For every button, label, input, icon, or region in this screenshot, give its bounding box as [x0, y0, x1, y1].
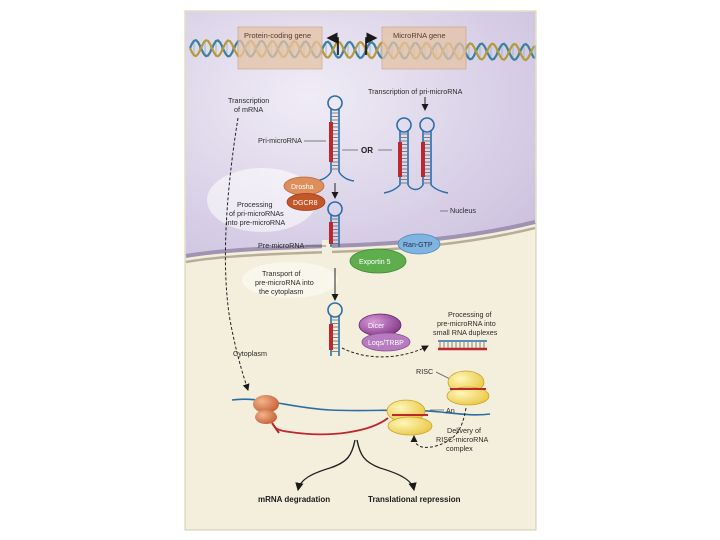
transcription-pri-label: Transcription of pri-microRNA: [368, 87, 463, 96]
processing-pre-label-1: Processing of: [448, 310, 492, 319]
small-rna-duplex: [438, 340, 487, 351]
nuclear-pore: [322, 240, 332, 258]
nucleus-label: Nucleus: [450, 206, 476, 215]
brace-right: [356, 439, 381, 469]
mrna-degradation-label: mRNA degradation: [258, 495, 330, 504]
ran-gtp-protein: [397, 233, 441, 255]
loqs-label: Loqs/TRBP: [368, 340, 404, 347]
drosha-label: Drosha: [291, 184, 314, 191]
brace-left: [329, 439, 356, 469]
exportin5-label: Exportin 5: [359, 259, 391, 266]
pri-microrna-hairpin: [315, 95, 355, 182]
ribosome-small: [255, 410, 277, 424]
ran-gtp-label: Ran-GTP: [403, 242, 433, 249]
cytoplasm-label: Cytoplasm: [233, 349, 267, 358]
transcription-mrna-label-1: Transcription: [228, 96, 269, 105]
processing-pri-label-2: of pri-microRNAs: [229, 209, 284, 218]
delivery-label-2: RISC-microRNA: [436, 435, 489, 444]
inhibition-bar: [271, 422, 280, 434]
repression-arrow: [379, 467, 417, 492]
microrna-gene-label: MicroRNA gene: [393, 31, 446, 40]
delivery-label-1: Delivery of: [447, 426, 481, 435]
transport-label-3: the cytoplasm: [259, 287, 303, 296]
dicing-arrow: [341, 345, 429, 358]
or-label: OR: [361, 146, 373, 155]
transport-label-2: pre-microRNA into: [255, 278, 314, 287]
processing-pre-label-2: pre-microRNA into: [437, 319, 496, 328]
pri-microrna-label: Pri-microRNA: [258, 136, 302, 145]
pre-microrna-nuclear: [327, 201, 343, 247]
promoter-arrow-left: [326, 32, 339, 55]
exportin5-protein: [349, 248, 407, 274]
transport-glow: [242, 262, 338, 298]
delivery-arrow: [410, 407, 467, 448]
dgcr8-protein: [286, 193, 326, 211]
risc-complex-lower: [446, 386, 490, 406]
dgcr8-label: DGCR8: [293, 200, 318, 207]
risc-label: RISC: [416, 367, 433, 376]
poly-a-label: An: [446, 406, 455, 415]
dicer-label: Dicer: [368, 323, 385, 330]
pre-microrna-cytoplasmic: [327, 302, 343, 356]
pre-microrna-label: Pre-microRNA: [258, 241, 305, 250]
risc-on-mrna-lower: [387, 416, 433, 436]
ribosome-large: [253, 395, 279, 413]
inhibition-arrow: [275, 417, 389, 436]
delivery-label-3: complex: [446, 444, 473, 453]
transcription-mrna-label-2: of mRNA: [234, 105, 263, 114]
microrna-gene-box: [381, 26, 467, 70]
promoter-arrow-right: [365, 32, 378, 55]
processing-pre-label-3: small RNA duplexes: [433, 328, 498, 337]
processing-pri-label-1: Processing: [237, 200, 273, 209]
transport-label-1: Transport of: [262, 269, 300, 278]
protein-coding-gene-box: [237, 26, 323, 70]
degradation-arrow: [295, 467, 331, 492]
pri-microrna-cluster: [383, 117, 449, 194]
protein-coding-gene-label: Protein-coding gene: [244, 31, 311, 40]
translational-repression-label: Translational repression: [368, 495, 461, 504]
mrna-export-arrow: [224, 117, 250, 391]
loqs-protein: [361, 332, 411, 352]
processing-pri-label-3: into pre-microRNA: [226, 218, 285, 227]
